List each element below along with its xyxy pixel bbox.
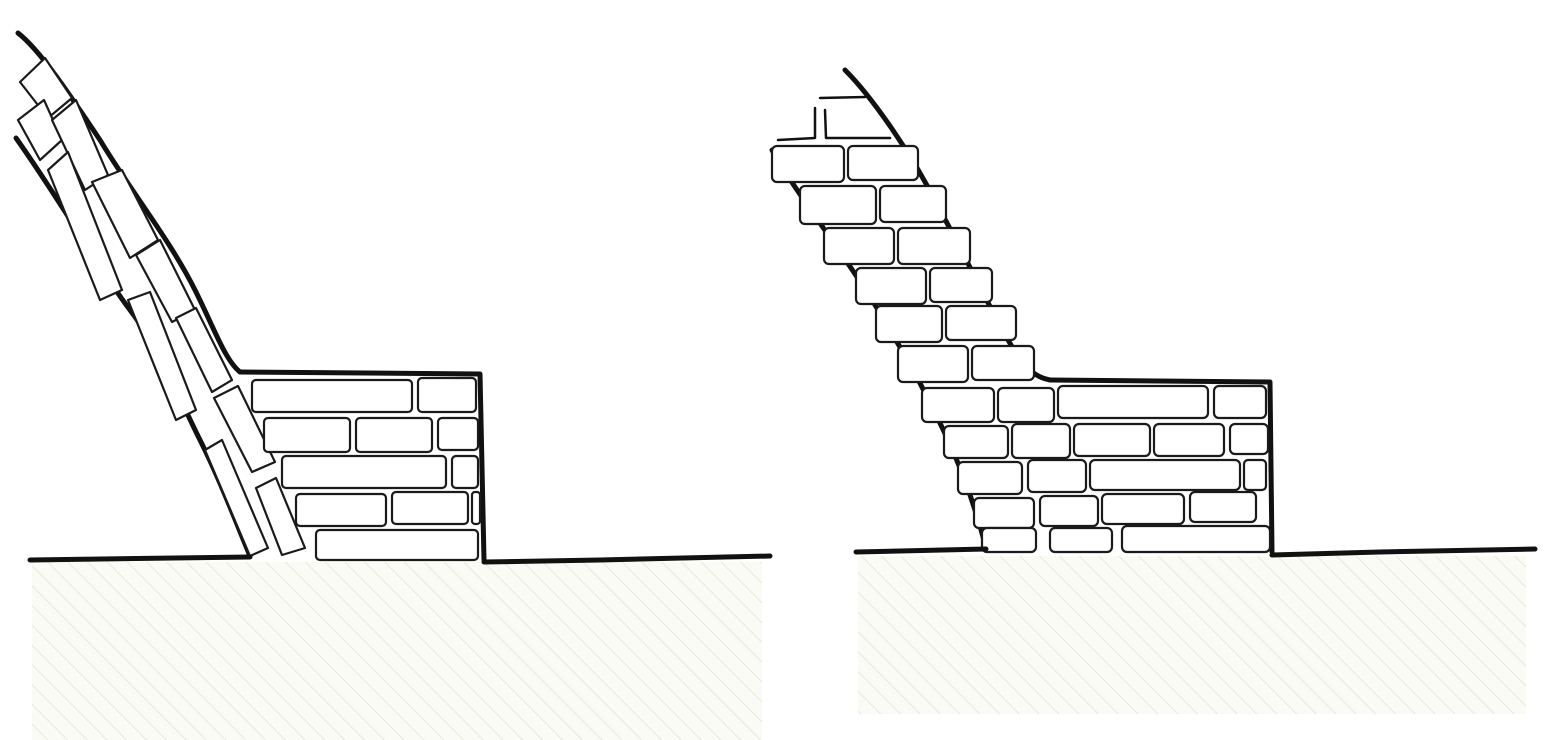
left-wall-svg [0,0,780,740]
left-wall-illustration [0,0,780,740]
ground-soil-left [32,562,762,740]
right-wall-top-stones [772,97,1034,382]
ground-soil-right [858,556,1526,714]
left-lean-wall-stones [18,58,305,556]
right-wall-illustration [760,0,1547,740]
right-wall-svg [760,0,1547,740]
right-foot-bricks [922,386,1270,552]
